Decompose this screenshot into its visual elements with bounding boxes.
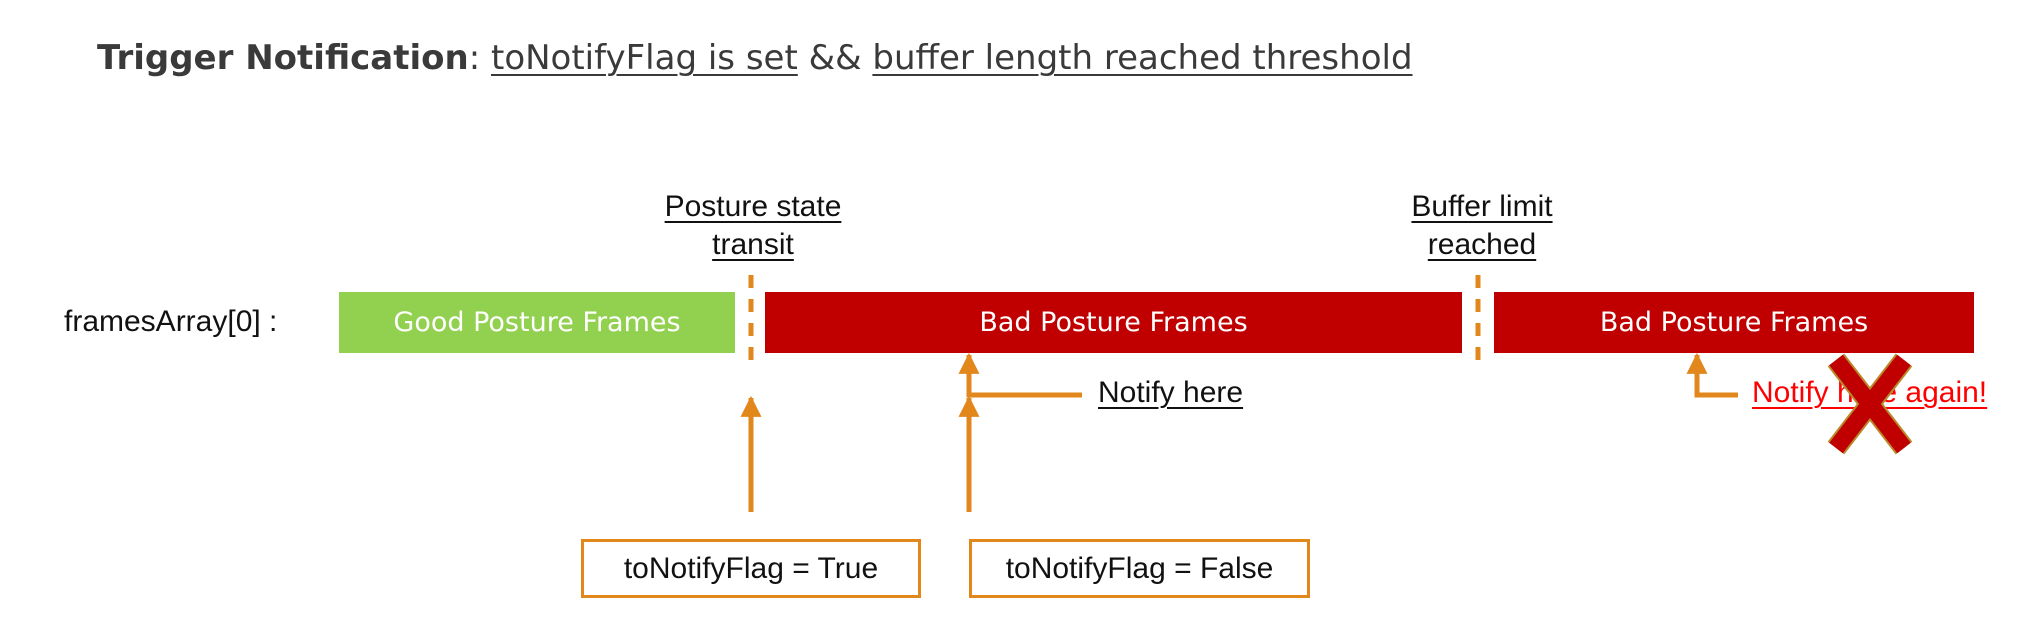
notify-here-arrow: [958, 352, 1082, 398]
title-colon: :: [468, 38, 491, 78]
buffer-limit-label-line2: reached: [1427, 228, 1537, 261]
posture-transit-label-line2: transit: [712, 228, 794, 261]
segment-bad-posture-2: Bad Posture Frames: [1494, 292, 1974, 353]
flag-false-box: toNotifyFlag = False: [969, 539, 1310, 598]
buffer-limit-label-line1: Buffer limit: [1411, 190, 1553, 223]
page-title: Trigger Notification: toNotifyFlag is se…: [97, 38, 1413, 78]
segment-bad-posture-1: Bad Posture Frames: [765, 292, 1462, 353]
flag-false-label: toNotifyFlag = False: [1005, 551, 1274, 585]
segment-bad-label-1: Bad Posture Frames: [979, 307, 1248, 338]
notify-again-arrow: [1686, 352, 1738, 398]
cross-icon: [1827, 353, 1913, 455]
frames-array-label: framesArray[0] :: [64, 305, 278, 338]
notify-here-label: Notify here: [1098, 376, 1244, 409]
segment-good-posture: Good Posture Frames: [339, 292, 735, 353]
posture-transit-label-line1: Posture state: [664, 190, 842, 223]
title-bold: Trigger Notification: [97, 38, 469, 78]
flag-true-box: toNotifyFlag = True: [581, 539, 921, 598]
title-operator: &&: [797, 38, 873, 78]
segment-good-label: Good Posture Frames: [393, 307, 681, 338]
title-condition-buffer: buffer length reached threshold: [872, 38, 1413, 78]
segment-bad-label-2: Bad Posture Frames: [1599, 307, 1869, 338]
flag-true-label: toNotifyFlag = True: [623, 551, 879, 585]
title-condition-flag: toNotifyFlag is set: [490, 38, 798, 78]
